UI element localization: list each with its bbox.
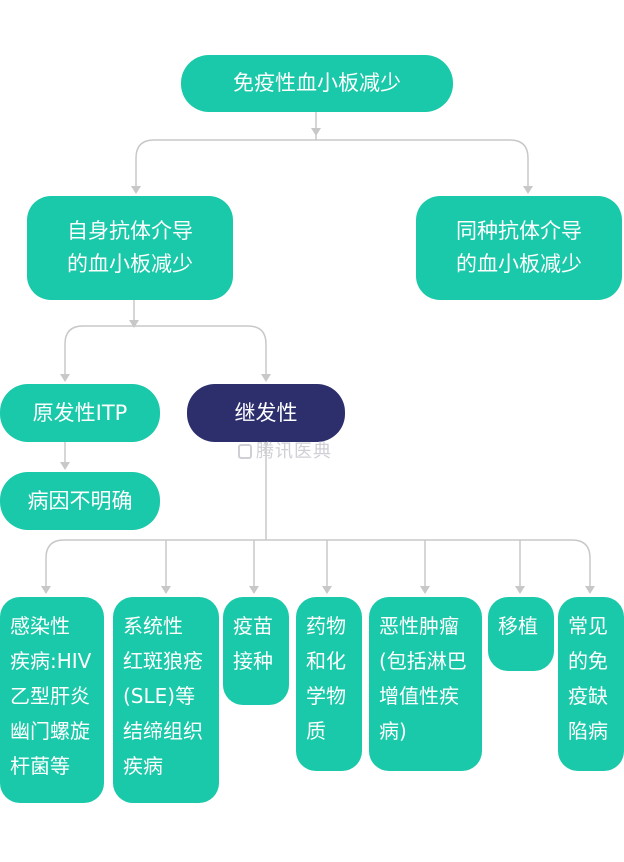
node-cause-infection: 感染性 疾病:HIV 乙型肝炎 幽门螺旋 杆菌等 — [0, 597, 104, 803]
watermark-logo-icon — [238, 444, 252, 459]
connector-auto-branch — [64, 300, 267, 374]
node-cause-sle: 系统性 红斑狼疮 (SLE)等 结缔组织 疾病 — [113, 597, 219, 803]
node-cause-transplant: 移植 — [488, 597, 554, 671]
node-unknown-cause: 病因不明确 — [0, 472, 160, 530]
node-primary-itp: 原发性ITP — [0, 384, 160, 442]
connector-secondary — [45, 442, 591, 586]
node-cause-vaccine: 疫苗 接种 — [223, 597, 289, 705]
node-cause-malignancy: 恶性肿瘤 (包括淋巴 增值性疾 病) — [369, 597, 482, 771]
connector-root — [135, 112, 529, 186]
node-cause-drugs: 药物 和化 学物 质 — [296, 597, 362, 771]
node-secondary: 继发性 — [187, 384, 345, 442]
node-root: 免疫性血小板减少 — [181, 55, 453, 112]
watermark: 腾讯医典 — [238, 437, 332, 463]
node-cause-immunodeficiency: 常见 的免 疫缺 陷病 — [558, 597, 624, 771]
node-alloantibody: 同种抗体介导 的血小板减少 — [416, 196, 622, 300]
node-autoantibody: 自身抗体介导 的血小板减少 — [27, 196, 233, 300]
